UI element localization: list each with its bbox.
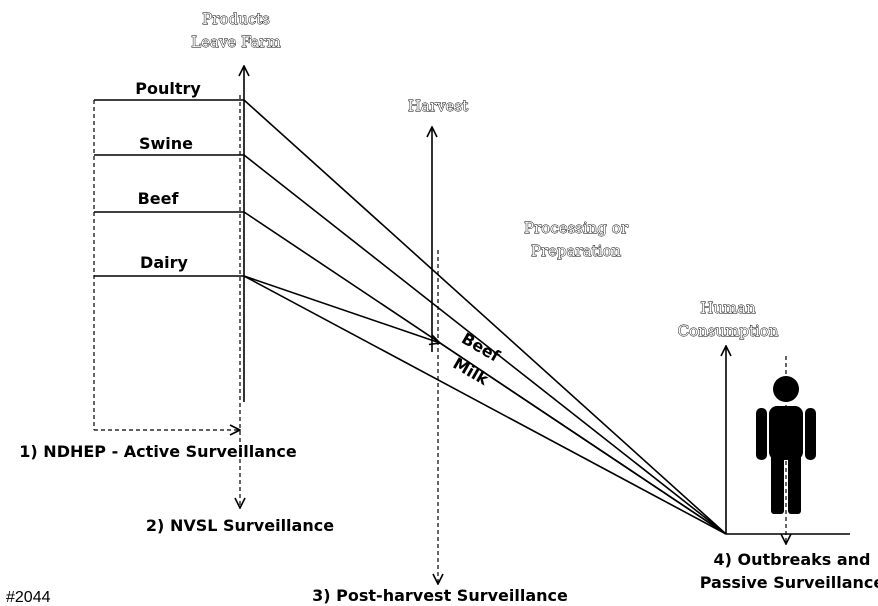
stage-leave-farm-line1: Products: [202, 10, 270, 28]
stage-consumption-line2: Consumption: [678, 322, 779, 340]
stage-leave-farm-line2: Leave Farm: [191, 33, 281, 51]
commodity-swine: Swine: [139, 134, 193, 153]
surveillance-ndhep: 1) NDHEP - Active Surveillance: [19, 442, 297, 461]
poultry-flow: [243, 99, 727, 535]
stage-processing-line2: Preparation: [531, 242, 622, 260]
swine-flow: [243, 154, 727, 535]
dairy-beef-flow-continue: [439, 342, 727, 535]
commodity-dairy: Dairy: [140, 253, 188, 272]
surveillance-nvsl: 2) NVSL Surveillance: [146, 516, 334, 535]
surveillance-outbreaks-line2: Passive Surveillance: [700, 573, 878, 592]
human-figure-icon: [756, 376, 816, 514]
dairy-flow: [243, 275, 727, 535]
stage-harvest: Harvest: [408, 97, 468, 115]
stage-consumption-line1: Human: [700, 299, 756, 317]
commodity-poultry: Poultry: [135, 79, 201, 98]
surveillance-outbreaks-line1: 4) Outbreaks and: [713, 550, 870, 569]
commodity-beef: Beef: [138, 189, 180, 208]
dairy-beef-flow-arrow: [243, 275, 440, 343]
figure-id: #2044: [6, 589, 51, 606]
stage-processing-line1: Processing or: [524, 219, 629, 237]
surveillance-post-harvest: 3) Post-harvest Surveillance: [312, 586, 568, 605]
